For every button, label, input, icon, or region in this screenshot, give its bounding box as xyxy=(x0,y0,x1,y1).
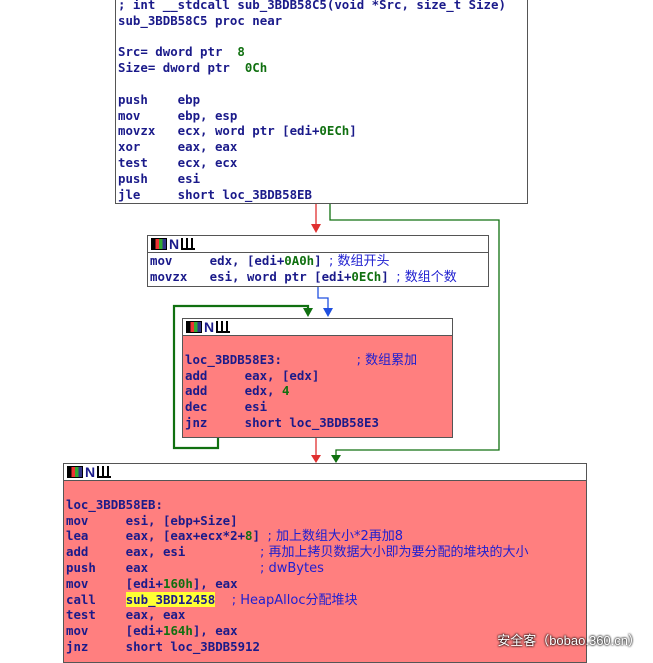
asm-line: jnz short loc_3BDB58E3 xyxy=(185,414,379,430)
edge-arrow xyxy=(303,308,313,317)
code-block-entry[interactable]: ; int __stdcall sub_3BDB58C5(void *Src, … xyxy=(115,0,528,204)
block-titlebar: N xyxy=(183,319,452,336)
asm-line: mov [edi+160h], eax xyxy=(66,575,238,591)
asm-line: test ecx, ecx xyxy=(118,154,238,170)
asm-line: jnz short loc_3BDB5912 xyxy=(66,638,260,654)
asm-line: mov esi, [ebp+Size] xyxy=(66,512,238,528)
block-titlebar: N xyxy=(148,236,488,253)
edge-arrow xyxy=(331,455,341,463)
asm-line: Size= dword ptr 0Ch xyxy=(118,60,268,76)
asm-line xyxy=(118,76,527,92)
asm-line: add eax, [edx] xyxy=(185,367,320,383)
code-block-loop[interactable]: N loc_3BDB58E3: ; 数组累加 add eax, [edx] ad… xyxy=(182,318,453,438)
edge-b2-b3 xyxy=(317,287,329,310)
edge-arrow xyxy=(311,224,321,233)
asm-line: mov [edi+164h], eax xyxy=(66,623,238,639)
bars-icon xyxy=(181,238,196,250)
asm-line: xor eax, eax xyxy=(118,139,238,155)
asm-line: movzx esi, word ptr [edi+0ECh] ; 数组个数 xyxy=(150,268,457,285)
n-icon: N xyxy=(204,319,215,335)
block-type-icon xyxy=(186,321,202,333)
function-name-highlight[interactable]: sub_3BD12458 xyxy=(125,591,216,607)
asm-label: loc_3BDB58E3: ; 数组累加 xyxy=(185,351,418,368)
block-type-icon xyxy=(151,238,167,250)
edge-arrow xyxy=(323,308,333,317)
asm-line: sub_3BDB58C5 proc near xyxy=(118,12,283,28)
watermark: 安全客（bobao.360.cn） xyxy=(497,633,641,648)
edge-arrow xyxy=(311,455,321,463)
asm-line: jle short loc_3BDB58EB xyxy=(118,186,312,202)
bars-icon xyxy=(216,321,231,333)
asm-line: dec esi xyxy=(185,399,268,415)
asm-line: mov edx, [edi+0A0h] ; 数组开头 xyxy=(150,253,390,269)
block-type-icon xyxy=(67,466,83,478)
asm-line: push eax ; dwBytes xyxy=(66,559,324,576)
asm-line xyxy=(118,29,527,45)
code-block-init[interactable]: N mov edx, [edi+0A0h] ; 数组开头 movzx esi, … xyxy=(147,235,489,287)
block-titlebar: N xyxy=(64,464,586,481)
asm-line: push esi xyxy=(118,170,201,186)
edge-jle-taken xyxy=(329,204,500,462)
asm-line: add eax, esi ; 再加上拷贝数据大小即为要分配的堆块的大小 xyxy=(66,544,529,561)
bars-icon xyxy=(97,466,112,478)
asm-line: add edx, 4 xyxy=(185,383,290,399)
asm-line: mov ebp, esp xyxy=(118,107,238,123)
asm-label: loc_3BDB58EB: xyxy=(66,496,163,512)
n-icon: N xyxy=(169,236,180,252)
asm-line: push ebp xyxy=(118,91,201,107)
asm-line: lea eax, [eax+ecx*2+8] ; 加上数组大小*2再加8 xyxy=(66,528,403,545)
asm-line: Src= dword ptr 8 xyxy=(118,44,245,60)
asm-line: test eax, eax xyxy=(66,607,186,623)
asm-line: call sub_3BD12458 ; HeapAlloc分配堆块 xyxy=(66,591,358,608)
n-icon: N xyxy=(85,464,96,480)
asm-line: ; int __stdcall sub_3BDB58C5(void *Src, … xyxy=(118,0,506,12)
asm-line: movzx ecx, word ptr [edi+0ECh] xyxy=(118,123,357,139)
edge-loop-back xyxy=(172,304,310,450)
